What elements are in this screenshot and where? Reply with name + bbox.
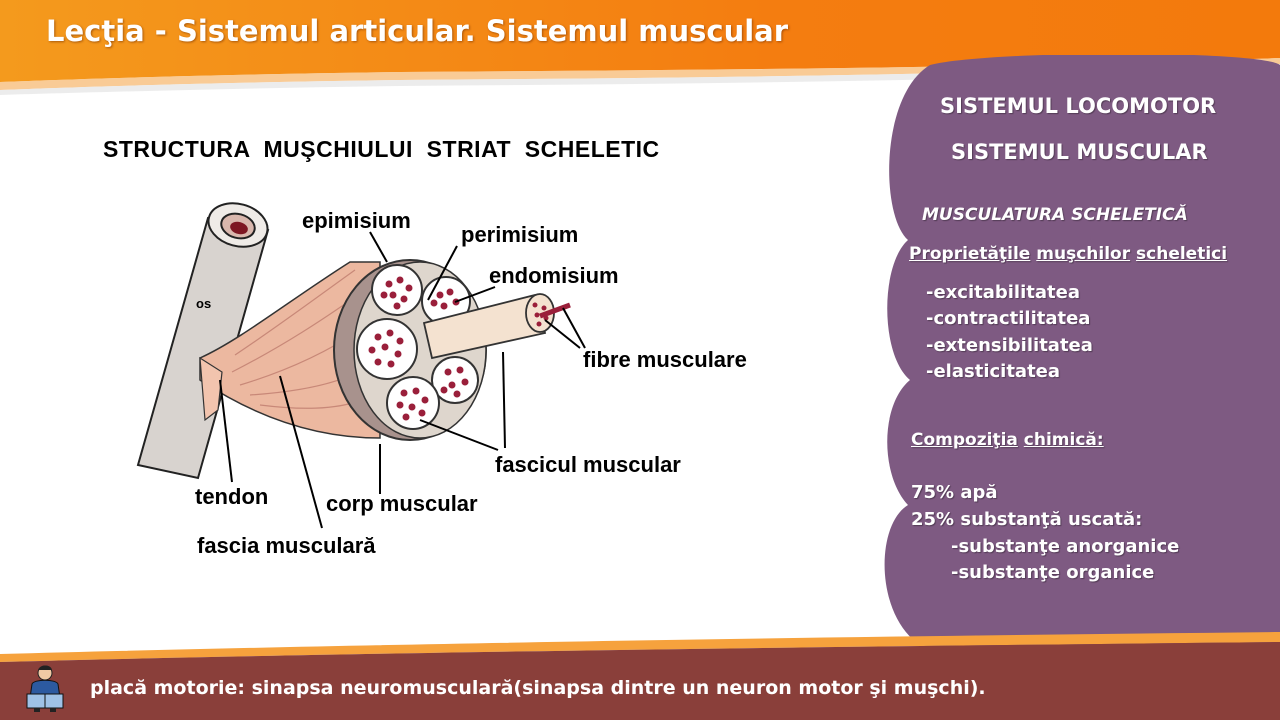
label-corp-muscular: corp muscular bbox=[326, 491, 478, 516]
bone-illustration bbox=[136, 202, 270, 480]
muscle-structure-diagram bbox=[136, 202, 586, 529]
fascicle bbox=[431, 356, 479, 404]
property-item: -excitabilitatea bbox=[926, 282, 1080, 303]
leader-lines bbox=[219, 231, 586, 529]
properties-title-word: muşchilor bbox=[1036, 244, 1131, 264]
composition-item: -substanţe organice bbox=[951, 562, 1155, 583]
label-fascicul-muscular: fascicul muscular bbox=[495, 452, 681, 477]
property-item: -extensibilitatea bbox=[926, 335, 1093, 356]
properties-title-word: scheletici bbox=[1136, 244, 1228, 264]
label-fibre-musculare: fibre musculare bbox=[583, 347, 747, 372]
diagram-title: STRUCTURA MUŞCHIULUI STRIAT SCHELETIC bbox=[103, 136, 660, 162]
teacher-icon bbox=[26, 665, 64, 712]
fascicle bbox=[371, 264, 423, 316]
footer-background bbox=[0, 632, 1280, 720]
fascicle bbox=[386, 376, 440, 430]
label-epimisium: epimisium bbox=[302, 208, 411, 233]
panel-subheading: MUSCULATURA SCHELETICĂ bbox=[922, 205, 1188, 225]
label-fascia-musculara: fascia musculară bbox=[197, 533, 376, 558]
label-perimisium: perimisium bbox=[461, 222, 579, 247]
properties-title: Proprietăţile muşchilor scheletici bbox=[909, 244, 1227, 264]
footer-caption: placă motorie: sinapsa neuromusculară(si… bbox=[90, 677, 986, 699]
fascicle bbox=[356, 318, 418, 380]
footer-bar bbox=[0, 620, 1280, 720]
info-panel-background bbox=[884, 55, 1280, 655]
panel-heading-locomotor: SISTEMUL LOCOMOTOR bbox=[940, 94, 1217, 118]
label-os: os bbox=[196, 296, 212, 311]
composition-item: 75% apă bbox=[911, 482, 998, 503]
composition-item: 25% substanţă uscată: bbox=[911, 509, 1143, 530]
lesson-title: Lecţia - Sistemul articular. Sistemul mu… bbox=[46, 14, 789, 48]
label-endomisium: endomisium bbox=[489, 263, 619, 288]
panel-heading-muscular: SISTEMUL MUSCULAR bbox=[951, 140, 1208, 164]
composition-item: -substanţe anorganice bbox=[951, 536, 1180, 557]
label-tendon: tendon bbox=[195, 484, 269, 509]
composition-title: Compoziţia chimică: bbox=[911, 430, 1104, 450]
composition-title-word: chimică: bbox=[1023, 430, 1104, 450]
properties-title-word: Proprietăţile bbox=[909, 244, 1031, 264]
property-item: -elasticitatea bbox=[926, 361, 1061, 382]
composition-title-word: Compoziţia bbox=[911, 430, 1018, 450]
property-item: -contractilitatea bbox=[926, 308, 1091, 329]
